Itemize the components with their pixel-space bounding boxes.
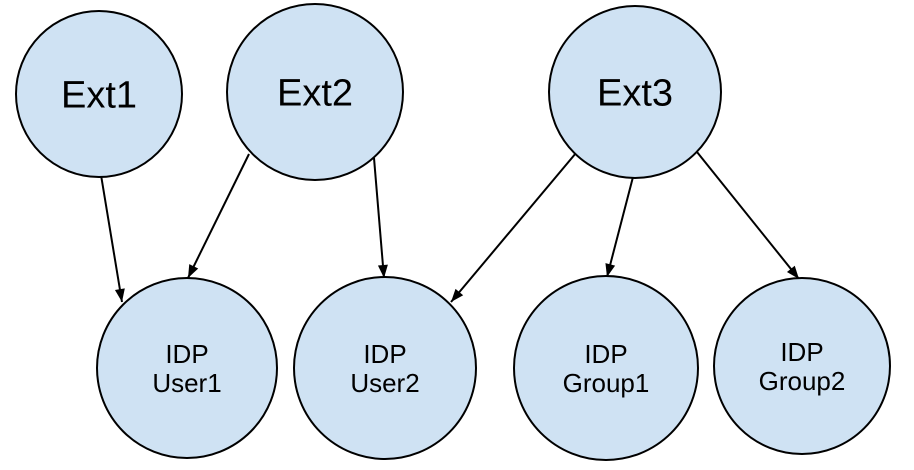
group2-label-line: IDP xyxy=(780,337,823,367)
ext3-circle[interactable] xyxy=(548,5,722,179)
user2-circle[interactable] xyxy=(293,276,477,460)
ext2-circle[interactable] xyxy=(226,3,404,181)
edge-ext3-to-group1 xyxy=(605,176,634,278)
edges-layer xyxy=(100,151,800,303)
user1-label-line: User1 xyxy=(152,368,221,398)
group2-label-line: Group2 xyxy=(759,366,846,396)
ext3-label-line: Ext3 xyxy=(597,73,673,115)
user1-circle[interactable] xyxy=(96,277,278,459)
node-ext3[interactable]: Ext3 xyxy=(548,5,722,179)
edge-ext3-to-group2 xyxy=(696,151,800,280)
group1-circle[interactable] xyxy=(513,275,699,461)
node-ext1[interactable]: Ext1 xyxy=(15,10,183,178)
ext2-label-line: Ext2 xyxy=(277,73,353,115)
edge-ext2-to-user2 xyxy=(373,157,388,279)
node-ext2[interactable]: Ext2 xyxy=(226,3,404,181)
ext2-label: Ext2 xyxy=(277,73,353,115)
user2-label-line: IDP xyxy=(363,339,406,369)
ext3-label: Ext3 xyxy=(597,73,673,115)
edge-ext1-to-user1 xyxy=(100,174,125,303)
group2-circle[interactable] xyxy=(713,277,891,455)
user2-label-line: User2 xyxy=(350,368,419,398)
edge-ext3-to-user2 xyxy=(450,152,577,303)
edge-ext2-to-user1 xyxy=(187,153,250,279)
ext1-circle[interactable] xyxy=(15,10,183,178)
group1-label-line: Group1 xyxy=(563,368,650,398)
ext1-label: Ext1 xyxy=(61,75,137,117)
group1-label-line: IDP xyxy=(584,339,627,369)
user1-label-line: IDP xyxy=(165,339,208,369)
ext1-label-line: Ext1 xyxy=(61,75,137,117)
